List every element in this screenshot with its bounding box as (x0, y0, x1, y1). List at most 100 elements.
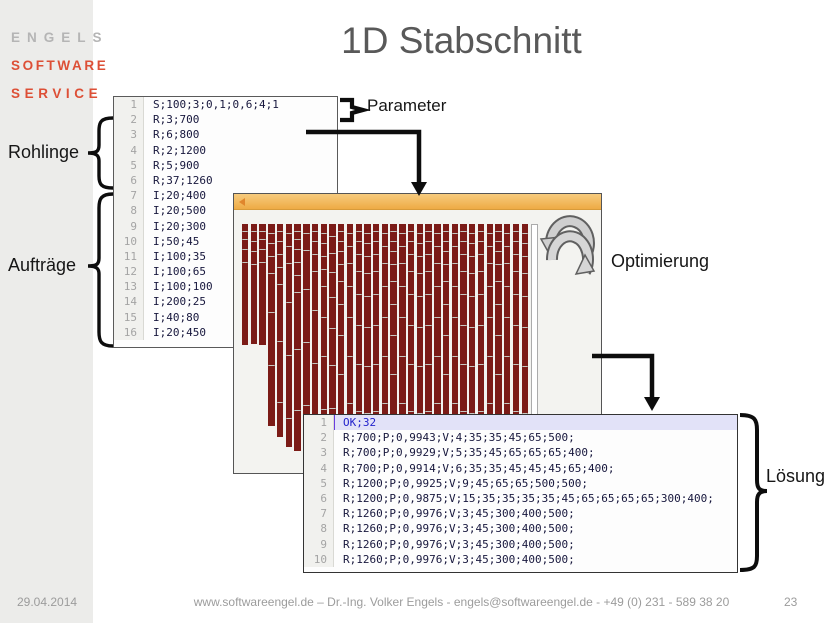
cut-piece (311, 232, 319, 241)
cut-piece (512, 242, 520, 254)
code-text: I;200;25 (153, 295, 206, 309)
cut-piece (355, 224, 362, 231)
code-text: R;5;900 (153, 158, 200, 172)
cut-piece (416, 297, 424, 327)
optimization-cycle-icon (539, 215, 596, 275)
cut-piece (407, 326, 415, 364)
cut-piece (495, 375, 502, 421)
cut-piece (504, 287, 511, 317)
line-number: 4 (114, 142, 144, 158)
cut-piece (521, 297, 528, 327)
cut-piece (242, 250, 249, 262)
company-logo: ENGELS SOFTWARE SERVICE (11, 24, 109, 108)
cut-piece (460, 255, 467, 271)
cut-piece (320, 244, 327, 256)
cut-piece (294, 250, 301, 262)
cut-piece (276, 268, 284, 284)
cut-piece (303, 343, 310, 405)
cut-piece (390, 252, 397, 264)
cut-piece (294, 224, 301, 231)
code-text: R;37;1260 (153, 173, 213, 187)
cut-piece (268, 224, 275, 233)
cut-piece (504, 357, 511, 403)
cut-piece (486, 224, 493, 233)
code-text: I;100;35 (153, 249, 206, 263)
cut-piece (434, 264, 441, 286)
cut-piece (373, 255, 380, 271)
cut-piece (285, 234, 293, 246)
cutting-bar (294, 224, 301, 451)
cut-piece (285, 224, 293, 233)
logo-line-service: SERVICE (11, 86, 103, 101)
cut-piece (303, 251, 310, 289)
cut-piece (442, 242, 450, 251)
cut-piece (320, 357, 327, 409)
cut-piece (364, 367, 371, 413)
cut-piece (338, 242, 345, 251)
cut-piece (407, 272, 415, 294)
cut-piece (364, 297, 371, 327)
code-text: I;20;450 (153, 325, 206, 339)
cut-piece (259, 263, 266, 345)
cut-piece (477, 365, 485, 411)
left-gray-band (0, 0, 93, 623)
cut-piece (486, 357, 493, 403)
cut-piece (311, 224, 319, 231)
cut-piece (346, 287, 354, 317)
code-text: R;1260;P;0,9976;V;3;45;300;400;500; (343, 507, 575, 521)
cutting-bar (259, 224, 266, 345)
cut-piece (268, 234, 275, 243)
code-line: 16 I;20;450 (114, 324, 337, 340)
label-rohlinge: Rohlinge (8, 142, 80, 162)
cut-piece (460, 295, 467, 325)
cut-piece (355, 242, 362, 254)
footer-date: 29.04.2014 (17, 595, 78, 609)
cut-piece (477, 272, 485, 294)
cut-piece (242, 224, 249, 231)
logo-line-engels: ENGELS (11, 30, 109, 45)
cut-piece (425, 242, 432, 254)
cut-piece (338, 305, 345, 335)
cut-piece (451, 264, 459, 286)
cut-piece (442, 282, 450, 304)
code-text: R;700;P;0,9929;V;5;35;45;65;65;65;400; (343, 446, 595, 460)
cut-piece (329, 237, 336, 253)
cut-piece (521, 234, 528, 243)
label-optimierung: Optimierung (611, 251, 710, 271)
cut-piece (320, 224, 327, 233)
cut-piece (521, 274, 528, 296)
cut-piece (355, 365, 362, 411)
cutting-bar (521, 224, 528, 446)
cut-piece (268, 313, 275, 365)
code-text: I;20;300 (153, 219, 206, 233)
cutting-bar (381, 224, 389, 444)
line-number: 16 (114, 324, 144, 340)
cut-piece (355, 295, 362, 325)
cut-piece (276, 224, 284, 231)
cutting-bar (285, 224, 293, 447)
cutting-bar (268, 224, 275, 426)
cut-piece (469, 274, 476, 296)
cut-piece (416, 244, 424, 256)
cut-piece (338, 252, 345, 264)
cut-piece (477, 326, 485, 364)
cut-piece (442, 265, 450, 281)
cut-piece (416, 257, 424, 273)
cut-piece (407, 365, 415, 411)
code-text: I;20;400 (153, 189, 206, 203)
cut-piece (364, 328, 371, 366)
footer-contact: www.softwareengel.de – Dr.-Ing. Volker E… (193, 595, 730, 609)
cut-piece (338, 282, 345, 304)
cut-piece (364, 234, 371, 243)
